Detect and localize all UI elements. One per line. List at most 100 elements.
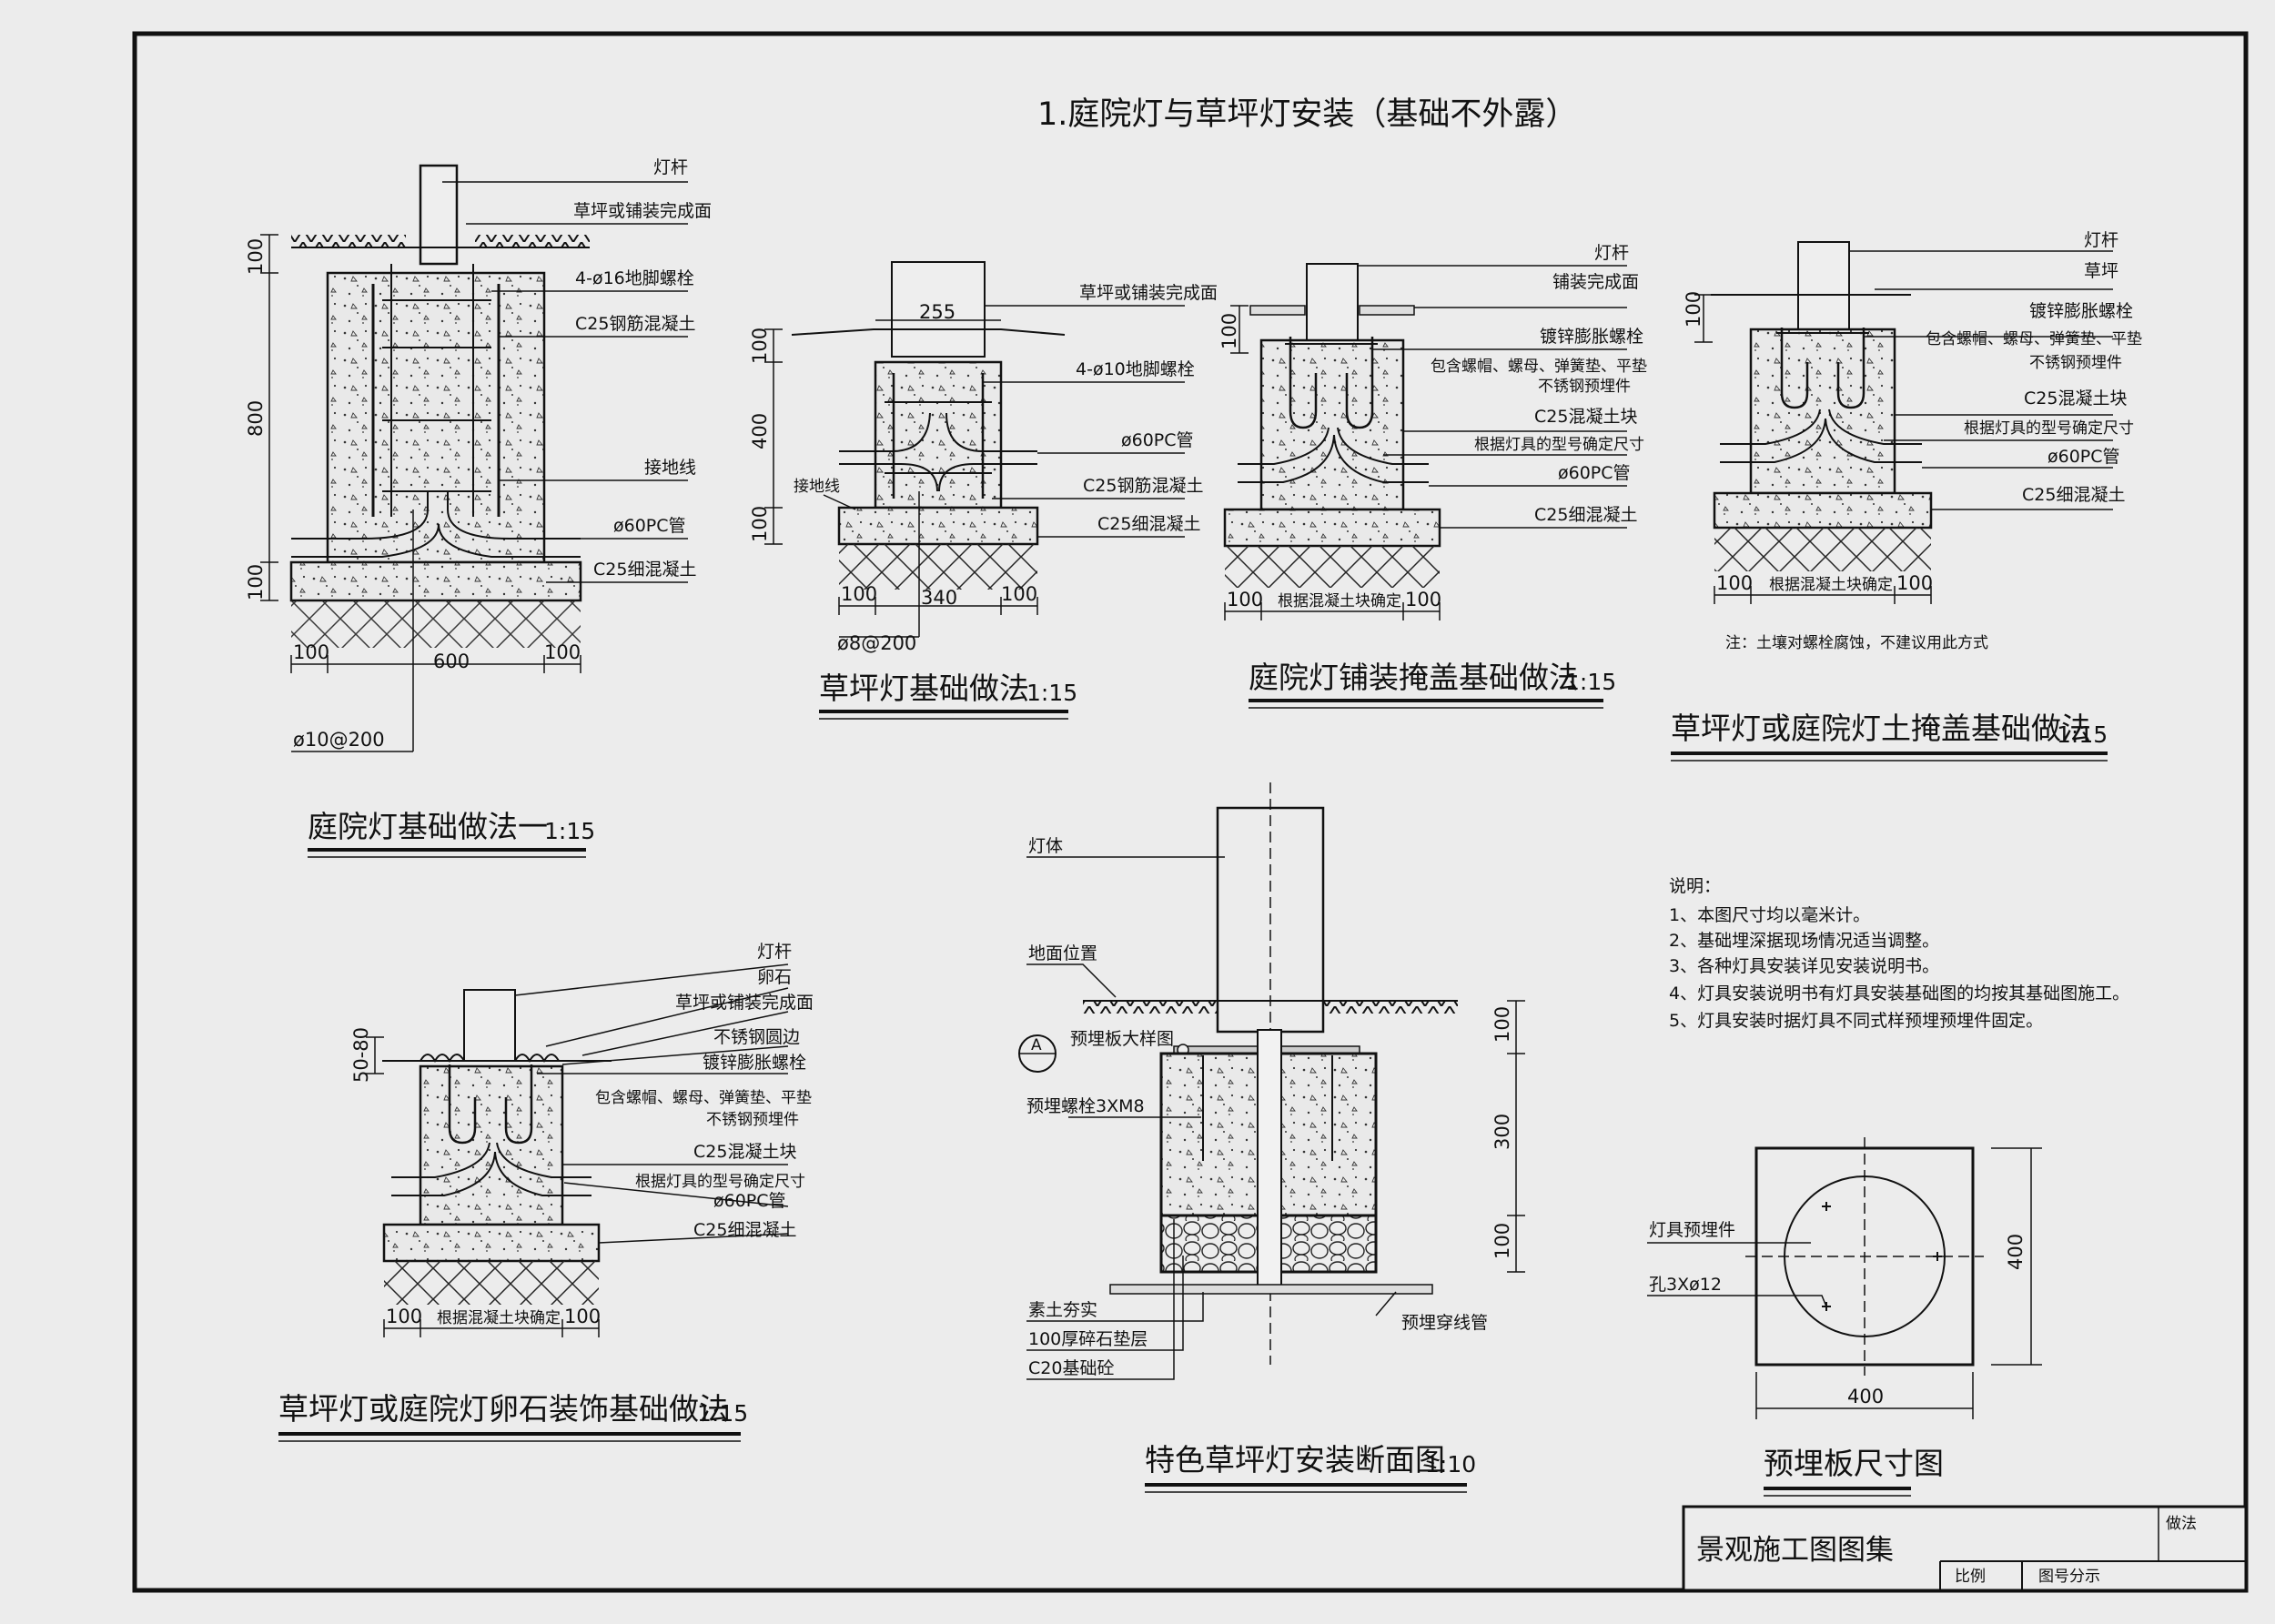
lean-concrete-base [289,560,582,602]
concrete-foundation [326,271,546,564]
anchor-bolt [1345,337,1374,429]
label: 灯杆 [1594,243,1629,263]
label: 不锈钢预埋件 [1538,378,1631,396]
detail-title: 特色草坪灯安装断面图 [1145,1442,1445,1478]
project-name: 景观施工图图集 [1696,1534,1894,1567]
label: ø60PC管 [1121,430,1194,450]
detail-title: 预埋板尺寸图 [1764,1446,1944,1481]
dimension: 100 [245,564,267,600]
label: C25混凝土块 [1534,407,1637,427]
label: C25钢筋混凝土 [575,314,695,334]
dimension: 400 [749,413,771,449]
label: 4-ø16地脚螺栓 [575,268,694,288]
dimension: 100 [1896,572,1933,594]
label: 100厚碎石垫层 [1028,1329,1148,1349]
note-item: 3、各种灯具安装详见安装说明书。 [1669,956,1939,976]
label: ø60PC管 [2048,447,2120,467]
label: 地面位置 [1028,943,1097,963]
title-block: 景观施工图图集 比例 图号分示 做法 [1682,1505,2248,1592]
label: C25细混凝土 [1534,505,1637,525]
label: ø60PC管 [613,516,686,536]
ground-surface-hatch [291,235,406,247]
note-item: 5、灯具安装时据灯具不同式样预埋预埋件固定。 [1669,1011,2043,1031]
sheet-field: 图号分示 [2038,1568,2100,1586]
dimension: 255 [919,301,956,323]
concrete-block [1749,328,1896,495]
detail-title: 草坪灯基础做法 [819,671,1029,706]
ground-surface-hatch [475,235,590,247]
dimension: 100 [1001,583,1037,605]
conduit-pipe [1825,409,1922,463]
label: 草坪或铺装完成面 [675,993,814,1013]
concrete-block [1259,338,1405,511]
label: ø60PC管 [713,1191,786,1211]
detail-title: 庭院灯铺装掩盖基础做法 [1249,660,1579,695]
dimension: 100 [564,1306,601,1327]
conduit-pipe [438,491,581,558]
lean-concrete-base [382,1223,601,1263]
detail-scale: 1:15 [544,818,595,844]
concrete-foundation [874,360,1003,509]
label: 孔3Xø12 [1649,1275,1722,1295]
detail-scale: 1:15 [1026,680,1077,706]
dimension: 100 [1491,1223,1513,1259]
label: 根据灯具的型号确定尺寸 [1964,419,2134,438]
note-item: 1、本图尺寸均以毫米计。 [1669,905,1870,925]
label: 灯具预埋件 [1649,1220,1735,1240]
ground-surface-hatch [1083,1001,1218,1014]
dimension: 100 [841,583,877,605]
lamp-pole [1306,263,1359,341]
dimension: 400 [1847,1386,1884,1407]
lean-concrete-base [1713,491,1933,530]
label: 素土夯实 [1028,1300,1097,1320]
label: 镀锌膨胀螺栓 [703,1053,806,1073]
note-item: 4、灯具安装说明书有灯具安装基础图的均按其基础图施工。 [1669,983,2129,1004]
dimension: 100 [1716,572,1753,594]
dimension: 600 [433,651,470,672]
label: 不锈钢圆边 [713,1027,800,1047]
label: 4-ø10地脚螺栓 [1076,359,1195,379]
dimension: 400 [2005,1234,2027,1270]
dimension: 根据混凝土块确定 [1278,592,1401,610]
detail-scale: 1:15 [2057,721,2108,748]
label: 包含螺帽、螺母、弹簧垫、平垫 [1431,358,1647,376]
lamp-pole [891,261,986,358]
note-item: 2、基础埋深据现场情况适当调整。 [1669,931,1939,951]
conduit-pipe [494,1142,592,1196]
label: C20基础砼 [1028,1358,1114,1378]
label: C25细混凝土 [693,1220,796,1240]
detail-scale: 1:15 [697,1400,748,1427]
paving-slab [1249,305,1306,316]
label: 预埋穿线管 [1401,1313,1488,1333]
detail-feature-lawn-lamp-section: 灯体 地面位置 A 预埋板大样图 预埋螺栓3XM8 素土夯实 100厚碎石垫层 … [1018,782,1525,1493]
dimension: 300 [1491,1114,1513,1150]
ground-surface-hatch [1323,1001,1458,1014]
soil-hatch [1225,546,1440,588]
detail-lamp-soil-covered: 灯杆 草坪 镀锌膨胀螺栓 包含螺帽、螺母、弹簧垫、平垫 不锈钢预埋件 C25混凝… [1671,230,2142,762]
conduit-pipe [839,412,938,492]
detail-scale: 1:10 [1425,1451,1476,1478]
label: 草坪 [2084,261,2118,281]
anchor-bolt [1780,328,1809,409]
soil-hatch [1714,528,1931,571]
dimension: ø10@200 [293,729,385,751]
detail-title: 草坪灯或庭院灯卵石装饰基础做法 [278,1391,729,1427]
dimension: 100 [749,328,771,364]
conduit-pipe [1257,1029,1282,1291]
label: 灯杆 [653,157,688,177]
dimension: 100 [749,506,771,542]
label: C25混凝土块 [693,1142,796,1162]
label: 接地线 [794,478,840,496]
label: 卵石 [757,967,792,987]
label: C25钢筋混凝土 [1083,476,1203,496]
lean-concrete-base [1223,508,1441,548]
lean-concrete-base [837,506,1039,546]
anchor-bolt [1836,328,1866,409]
lamp-pole [419,164,459,266]
dimension: 800 [245,400,267,437]
conduit-pipe [291,491,440,558]
dimension: 100 [1218,313,1240,349]
detail-embed-plate-size: 灯具预埋件 孔3Xø12 400 400 预埋板尺寸图 [1647,1137,2042,1497]
lamp-pole [1797,241,1850,330]
